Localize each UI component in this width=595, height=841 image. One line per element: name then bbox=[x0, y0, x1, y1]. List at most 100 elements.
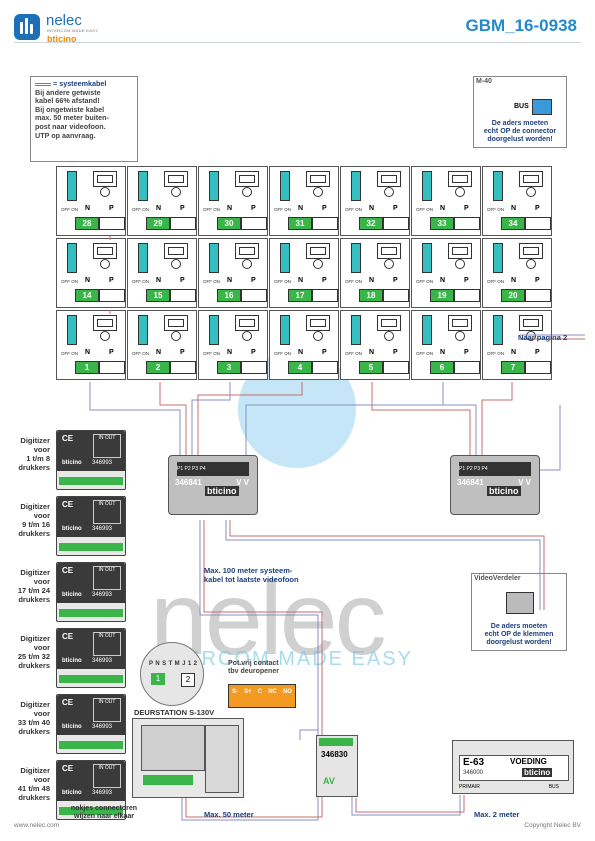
legend-line: UTP op aanvraag. bbox=[35, 130, 96, 140]
in-out-label: IN OUT bbox=[93, 764, 121, 788]
psu-model: E-63 bbox=[463, 757, 485, 768]
knob-icon bbox=[526, 331, 536, 341]
knob-icon bbox=[313, 187, 323, 197]
monitor-icon bbox=[235, 315, 259, 331]
knob-icon bbox=[171, 331, 181, 341]
digitizer-brand: bticino bbox=[62, 724, 82, 730]
n-label: N bbox=[227, 349, 233, 356]
digitizer-code: 346993 bbox=[92, 790, 113, 796]
address-number: 4 bbox=[288, 361, 312, 374]
knob-icon bbox=[100, 259, 110, 269]
address-number: 28 bbox=[75, 217, 99, 230]
address-number: 32 bbox=[359, 217, 383, 230]
digitizer-terminal bbox=[59, 543, 123, 551]
p-label: P bbox=[322, 205, 327, 212]
p-label: P bbox=[393, 277, 398, 284]
n-label: N bbox=[440, 205, 446, 212]
footer-left: www.nelec.com bbox=[14, 822, 60, 829]
p-label: P bbox=[109, 277, 114, 284]
zoom-pin-label: M bbox=[174, 661, 180, 667]
n-label: N bbox=[369, 277, 375, 284]
label-line: 1 t/m 8 bbox=[26, 454, 50, 463]
label-line: drukkers bbox=[18, 463, 50, 472]
offon-label: OFF ON bbox=[345, 279, 362, 284]
p-label: P bbox=[535, 277, 540, 284]
ce-mark: CE bbox=[62, 434, 74, 443]
address-box bbox=[383, 289, 409, 302]
note-line: doorgelust worden! bbox=[487, 136, 553, 143]
contact-title: Pot.vrij contact tbv deuropener bbox=[228, 660, 279, 676]
bus-terminal bbox=[209, 243, 219, 273]
bus-terminal bbox=[138, 171, 148, 201]
monitor-icon bbox=[93, 243, 117, 259]
note-line: echt OP de klemmen bbox=[484, 631, 554, 638]
digitizer-code: 346993 bbox=[92, 724, 113, 730]
digitizer-brand: bticino bbox=[62, 592, 82, 598]
offon-label: OFF ON bbox=[487, 207, 504, 212]
offon-label: OFF ON bbox=[203, 351, 220, 356]
address-box bbox=[312, 217, 338, 230]
address-box bbox=[525, 361, 551, 374]
knob-icon bbox=[384, 187, 394, 197]
zoom-pin-label: 2 bbox=[193, 661, 197, 667]
m40-note: De aders moeten echt OP de connector doo… bbox=[476, 120, 564, 144]
n-label: N bbox=[227, 205, 233, 212]
monitor-icon bbox=[93, 171, 117, 187]
offon-label: OFF ON bbox=[132, 351, 149, 356]
address-box bbox=[454, 361, 480, 374]
in-out-label: IN OUT bbox=[93, 632, 121, 656]
address-box bbox=[241, 361, 267, 374]
zoom-pin-label: P bbox=[149, 661, 154, 667]
ce-mark: CE bbox=[62, 500, 74, 509]
module-code: 346830 bbox=[321, 750, 348, 759]
legend-box: = systeemkabel Bij andere getwiste kabel… bbox=[30, 76, 138, 162]
address-number: 3 bbox=[217, 361, 241, 374]
monitor-icon bbox=[306, 315, 330, 331]
splitter-terminal bbox=[177, 462, 249, 476]
n-label: N bbox=[369, 349, 375, 356]
offon-label: OFF ON bbox=[345, 351, 362, 356]
knob-icon bbox=[313, 259, 323, 269]
bus-terminal bbox=[422, 243, 432, 273]
label-line: Max. 100 meter systeem- bbox=[204, 566, 293, 575]
p-label: P bbox=[251, 205, 256, 212]
psu-primair: PRIMAIR bbox=[459, 784, 480, 790]
bus-terminal bbox=[493, 243, 503, 273]
video-splitter-2: P1 P2 P3 P4 346841 V V bticino bbox=[450, 455, 540, 515]
offon-label: OFF ON bbox=[132, 279, 149, 284]
bus-terminal bbox=[67, 243, 77, 273]
brand-name: nelec bbox=[46, 12, 82, 29]
label-line: drukkers bbox=[18, 727, 50, 736]
label-line: voor bbox=[33, 577, 50, 586]
bus-terminal bbox=[209, 171, 219, 201]
address-box bbox=[525, 217, 551, 230]
offon-label: OFF ON bbox=[274, 207, 291, 212]
bus-terminal bbox=[351, 243, 361, 273]
knob-icon bbox=[384, 331, 394, 341]
monitor-icon bbox=[164, 171, 188, 187]
n-label: N bbox=[298, 205, 304, 212]
splitter-vv: V V bbox=[236, 478, 249, 487]
legend-line: Bij andere getwiste bbox=[35, 87, 101, 97]
p-label: P bbox=[535, 205, 540, 212]
naar-pagina-label: Naar pagina 2 bbox=[518, 333, 568, 342]
nokjes-note: nokjes connectoren wijzen naar elkaar bbox=[64, 805, 144, 821]
n-label: N bbox=[85, 277, 91, 284]
digitizer-code: 346993 bbox=[92, 526, 113, 532]
zoom-green: 1 bbox=[151, 673, 165, 685]
address-number: 33 bbox=[430, 217, 454, 230]
module-terminal bbox=[319, 738, 353, 746]
